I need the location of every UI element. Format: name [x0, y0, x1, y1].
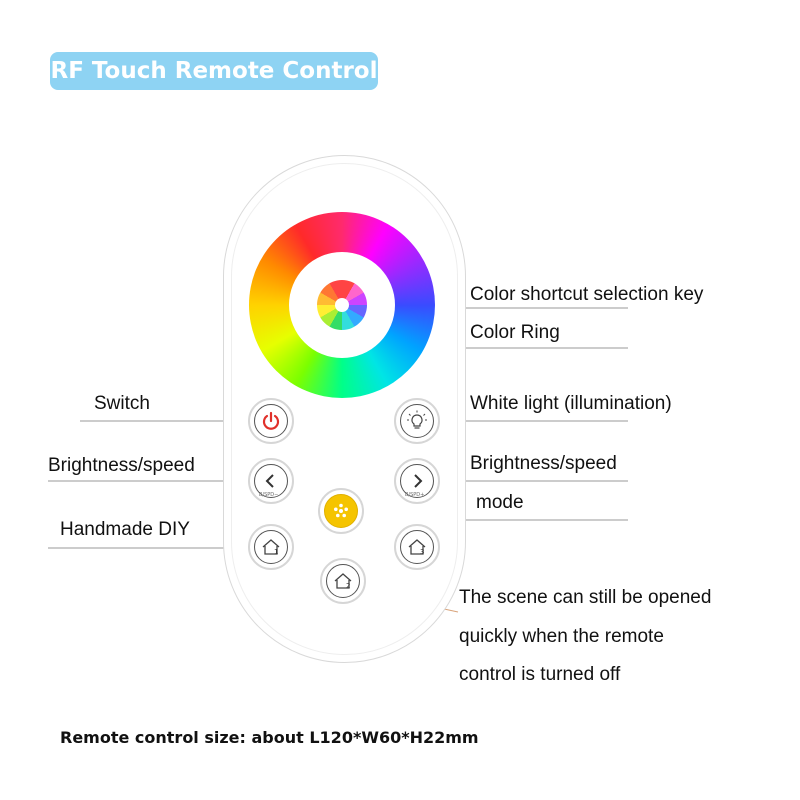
- house-icon: 1: [262, 539, 280, 556]
- chevron-left-icon: [265, 474, 274, 488]
- house-icon: 3: [408, 539, 426, 556]
- power-icon: [262, 411, 280, 430]
- scene-2-button[interactable]: 2: [320, 558, 366, 604]
- label-scene-line-2: quickly when the remote: [459, 626, 664, 647]
- color-shortcut-center: [335, 298, 349, 312]
- bulb-icon: [407, 410, 427, 429]
- label-scene-line-1: The scene can still be opened: [459, 587, 712, 608]
- label-white-light: White light (illumination): [470, 393, 672, 414]
- label-color-ring: Color Ring: [470, 322, 560, 343]
- scene-3-button[interactable]: 3: [394, 524, 440, 570]
- scene-2-button-face: 2: [326, 564, 360, 598]
- scene-1-button[interactable]: 1: [248, 524, 294, 570]
- scene-1-button-face: 1: [254, 530, 288, 564]
- label-handmade-diy: Handmade DIY: [60, 519, 190, 540]
- brightness-down-button-face: [254, 464, 288, 498]
- scene-3-button-face: 3: [400, 530, 434, 564]
- mode-button-face: [324, 494, 358, 528]
- brightness-speed-up-button[interactable]: [394, 458, 440, 504]
- mode-dots-icon: [334, 503, 348, 518]
- scene-3-digit: 3: [420, 548, 424, 556]
- mode-button[interactable]: [318, 488, 364, 534]
- label-scene-line-3: control is turned off: [459, 664, 621, 685]
- power-button[interactable]: [248, 398, 294, 444]
- size-note: Remote control size: about L120*W60*H22m…: [60, 728, 479, 747]
- white-light-button[interactable]: [394, 398, 440, 444]
- page-title: RF Touch Remote Control: [50, 52, 378, 90]
- remote-inner-rim: [231, 163, 458, 655]
- scene-1-digit: 1: [274, 548, 278, 556]
- label-mode: mode: [476, 492, 524, 513]
- chevron-right-icon: [414, 474, 423, 488]
- label-switch: Switch: [94, 393, 150, 414]
- brightness-down-sublabel: B/SPD−: [259, 492, 279, 498]
- label-brightness-left: Brightness/speed: [48, 455, 195, 476]
- scene-2-digit: 2: [346, 582, 350, 590]
- label-brightness-right: Brightness/speed: [470, 453, 617, 474]
- brightness-up-sublabel: B/SPD+: [405, 492, 425, 498]
- brightness-speed-down-button[interactable]: [248, 458, 294, 504]
- white-light-button-face: [400, 404, 434, 438]
- brightness-up-button-face: [400, 464, 434, 498]
- house-icon: 2: [334, 573, 352, 590]
- label-color-shortcut: Color shortcut selection key: [470, 284, 704, 305]
- power-button-face: [254, 404, 288, 438]
